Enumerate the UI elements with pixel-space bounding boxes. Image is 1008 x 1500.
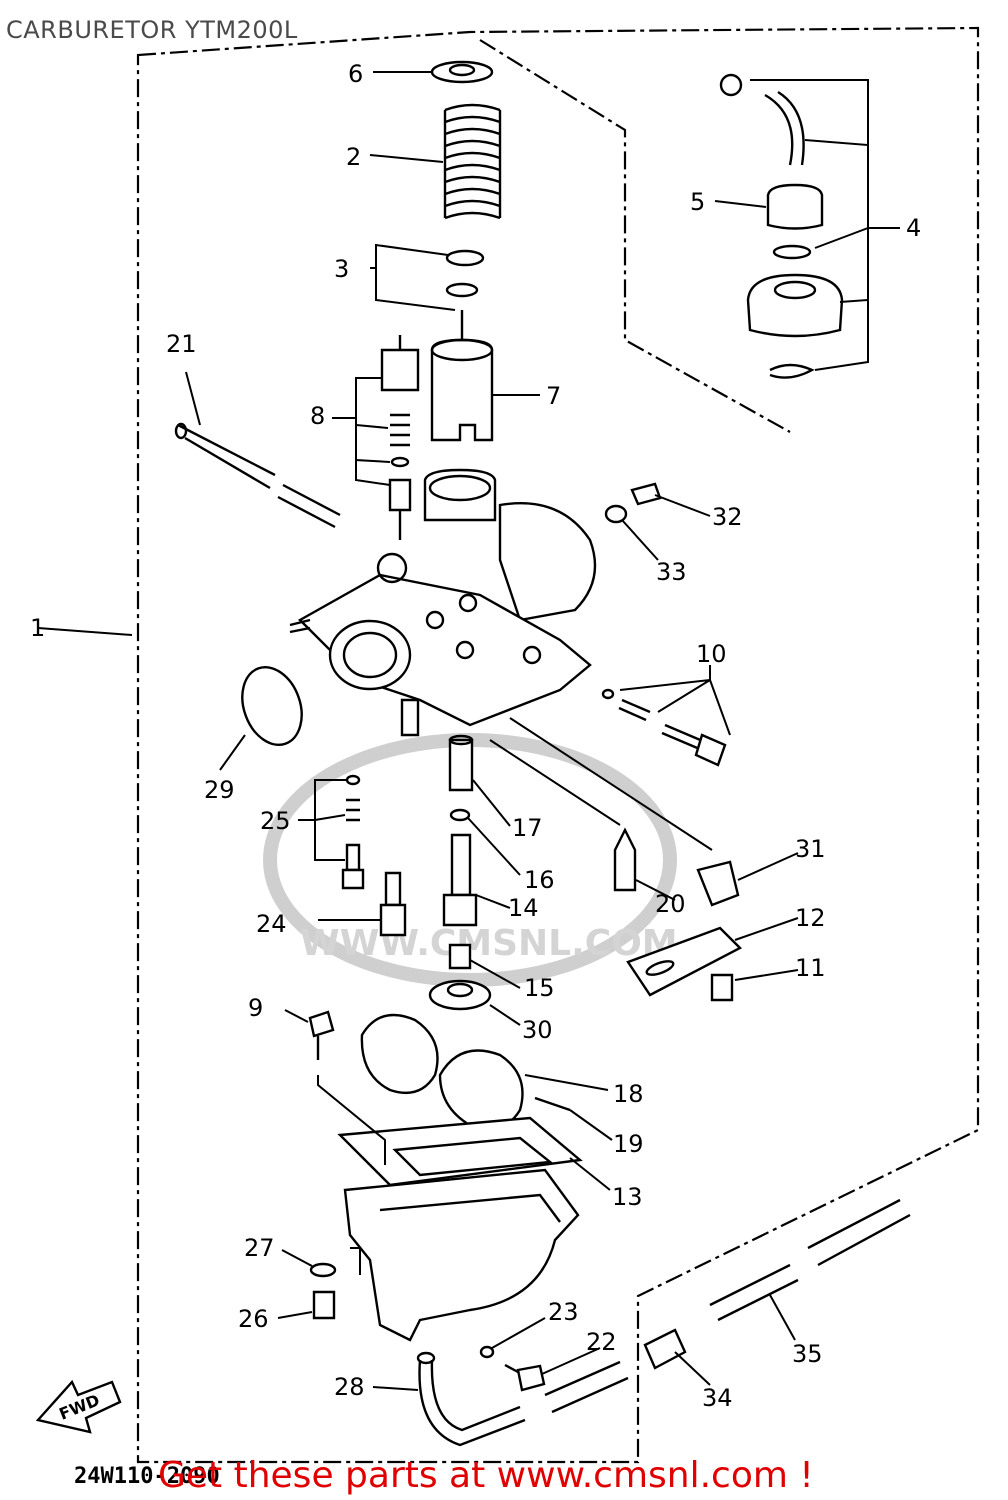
callout-28: 28: [334, 1373, 365, 1401]
callout-34: 34: [702, 1384, 733, 1412]
callout-20: 20: [655, 890, 686, 918]
part-15-main-jet: [448, 943, 472, 970]
callout-24: 24: [256, 910, 287, 938]
part-20-needle-valve: [613, 827, 637, 892]
callout-21: 21: [166, 330, 197, 358]
callout-9: 9: [248, 994, 263, 1022]
callout-31: 31: [795, 835, 826, 863]
fwd-arrow-icon: FWD: [35, 1379, 122, 1434]
part-5-cap: [766, 183, 824, 230]
part-10-screw-group: [601, 688, 727, 767]
callout-4: 4: [906, 214, 921, 242]
diagram-title: CARBURETOR YTM200L: [6, 16, 298, 44]
callout-8: 8: [310, 402, 325, 430]
callout-25: 25: [260, 807, 291, 835]
callout-26: 26: [238, 1305, 269, 1333]
part-19-float-pin: [534, 1096, 571, 1112]
callout-1: 1: [30, 614, 45, 642]
callout-23: 23: [548, 1298, 579, 1326]
part-16-o-ring: [449, 808, 471, 822]
part-12-plate: [626, 926, 743, 997]
part-24-jet: [379, 871, 407, 937]
cap-group-boundary: [479, 39, 791, 433]
callout-17: 17: [512, 814, 543, 842]
part-6-washer: [430, 60, 494, 84]
callout-labels: 1 2 3 4 5 6 7 8 9 10 11 12 13 14 15 16 1…: [30, 60, 921, 1412]
part-25-jet-group: [341, 774, 365, 890]
part-26-drain-screw: [312, 1290, 336, 1320]
part-9-screw: [308, 1010, 335, 1060]
callout-33: 33: [656, 558, 687, 586]
watermark-text: WWW.CMSNL.COM: [300, 923, 678, 964]
callout-13: 13: [612, 1183, 643, 1211]
part-28-drain-hose: [416, 1351, 526, 1447]
callout-10: 10: [696, 640, 727, 668]
part-7-throttle-valve: [430, 310, 494, 442]
float-bowl: [343, 1168, 580, 1342]
leader-lines: [37, 71, 900, 1391]
callout-19: 19: [613, 1130, 644, 1158]
part-35-hose: [544, 1198, 911, 1414]
part-3-clip: [445, 249, 485, 298]
part-33-washer: [604, 504, 628, 524]
callout-3: 3: [334, 255, 349, 283]
callout-35: 35: [792, 1340, 823, 1368]
part-23-o-ring: [479, 1345, 495, 1359]
callout-18: 18: [613, 1080, 644, 1108]
part-17-needle-jet: [448, 734, 474, 792]
part-8-screw-group: [380, 335, 420, 540]
part-14-main-nozzle: [442, 833, 478, 927]
part-11-screw: [710, 973, 734, 1002]
callout-29: 29: [204, 776, 235, 804]
part-4-cap-assembly: [719, 73, 844, 379]
part-21-vent-tube: [174, 422, 341, 529]
part-2-spring: [443, 103, 502, 220]
part-29-o-ring: [241, 666, 303, 746]
part-22-screw: [504, 1363, 546, 1392]
callout-16: 16: [524, 866, 555, 894]
part-32-screw: [630, 482, 662, 506]
part-31-float-pin-holder: [696, 860, 740, 907]
callout-15: 15: [524, 974, 555, 1002]
callout-22: 22: [586, 1328, 617, 1356]
callout-2: 2: [346, 143, 361, 171]
callout-6: 6: [348, 60, 363, 88]
part-27-washer: [309, 1262, 337, 1278]
part-30-baffle: [428, 979, 492, 1011]
part-18-float: [360, 1013, 524, 1131]
part-34-fitting: [643, 1328, 687, 1370]
callout-27: 27: [244, 1234, 275, 1262]
callout-7: 7: [546, 382, 561, 410]
callout-14: 14: [508, 894, 539, 922]
callout-11: 11: [795, 954, 826, 982]
diagram-code: 24W110-2090: [74, 1464, 220, 1489]
carburetor-body: [289, 468, 597, 737]
callout-32: 32: [712, 503, 743, 531]
callout-30: 30: [522, 1016, 553, 1044]
part-13-gasket: [337, 1116, 583, 1187]
callout-12: 12: [795, 904, 826, 932]
footer-link-text[interactable]: Get these parts at www.cmsnl.com !: [158, 1455, 814, 1496]
assembly-boundary: [136, 26, 980, 1464]
callout-5: 5: [690, 188, 705, 216]
